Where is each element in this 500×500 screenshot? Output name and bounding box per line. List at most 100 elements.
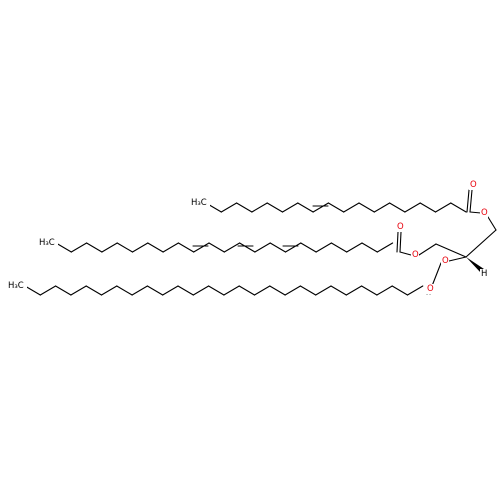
ester-bottom-bond bbox=[431, 262, 442, 287]
chain-bottom-bond bbox=[85, 285, 103, 296]
chain-middle-bond bbox=[269, 242, 287, 253]
chain-bottom-bond bbox=[299, 285, 317, 296]
chain-middle-bond bbox=[254, 242, 271, 253]
ester-oxygen-bottom-text: O bbox=[442, 256, 449, 266]
chain-middle-bond bbox=[193, 242, 210, 253]
chain-top-bond bbox=[312, 202, 329, 213]
chain-top-bond bbox=[220, 202, 238, 213]
chain-bottom-bond bbox=[376, 285, 393, 296]
methyl-label-middle-text: H₃C bbox=[39, 238, 55, 248]
chain-bottom-bond bbox=[269, 285, 286, 296]
chain-middle-bond bbox=[116, 242, 134, 253]
carbonyl-top-bond bbox=[466, 189, 470, 213]
chain-middle-bond bbox=[162, 242, 179, 253]
chain-top-bond bbox=[450, 202, 467, 213]
chain-bottom-bond bbox=[116, 285, 133, 296]
carbonyl-oxygen-top: O bbox=[469, 180, 477, 190]
chain-top-bond bbox=[266, 202, 284, 213]
carbonyl-oxygen-middle-text: O bbox=[397, 222, 404, 232]
carbonyl-oxygen-top-text: O bbox=[470, 180, 477, 190]
ester-oxygen-middle-text: O bbox=[412, 250, 419, 260]
chain-middle-bond bbox=[86, 242, 103, 253]
chain-middle-bond bbox=[70, 242, 88, 253]
chain-middle-bond bbox=[55, 242, 72, 253]
chain-top-bond bbox=[297, 202, 314, 213]
chain-bottom-bond bbox=[284, 285, 301, 296]
atom-label-layer: H₃C H₃C H₃C O O O O O bbox=[7, 180, 488, 294]
chain-bottom-bond bbox=[100, 285, 118, 296]
chain-middle-bond bbox=[361, 242, 378, 253]
chain-top-bond bbox=[236, 202, 253, 213]
chain-bottom-bond bbox=[192, 285, 210, 296]
chain-bottom-bond bbox=[238, 285, 256, 296]
chain-bottom-bond bbox=[223, 285, 240, 296]
ester-oxygen-top-text: O bbox=[481, 208, 488, 218]
chain-top-bond bbox=[389, 202, 406, 213]
carbonyl-top-bond bbox=[469, 189, 473, 213]
ester-bottom-bond bbox=[448, 256, 467, 262]
chain-middle-bond bbox=[177, 242, 195, 253]
chain-top-bond bbox=[358, 202, 375, 213]
ester-oxygen-top: O bbox=[480, 208, 488, 218]
chain-middle-bond bbox=[147, 242, 164, 253]
chain-top-bond bbox=[343, 202, 360, 213]
methyl-label-middle: H₃C bbox=[38, 238, 58, 248]
chain-bottom-bond bbox=[406, 285, 424, 296]
chain-top-bond bbox=[281, 202, 299, 213]
chain-top-bond bbox=[404, 202, 421, 213]
ester-middle-bond bbox=[399, 251, 412, 256]
glycerol-bond bbox=[418, 243, 437, 256]
carbonyl-middle-bond bbox=[396, 231, 399, 253]
chain-top-bond bbox=[434, 202, 452, 213]
chain-bottom-bond bbox=[131, 285, 148, 296]
chain-middle-bond bbox=[315, 242, 332, 253]
chain-bottom-bond bbox=[177, 285, 194, 296]
bond-layer bbox=[24, 189, 497, 296]
chain-bottom-bond bbox=[345, 285, 363, 296]
glycerol-bond bbox=[465, 229, 497, 258]
chain-bottom-bond bbox=[24, 285, 41, 296]
chain-bottom-bond bbox=[208, 285, 225, 296]
chain-middle-bond bbox=[239, 242, 256, 253]
carbonyl-oxygen-bottom: O bbox=[426, 284, 434, 294]
ester-oxygen-bottom: O bbox=[441, 256, 449, 266]
glycerol-bond bbox=[435, 243, 467, 258]
chain-bottom-bond bbox=[39, 285, 57, 296]
methyl-label-top: H₃C bbox=[190, 198, 210, 208]
chain-middle-bond bbox=[131, 242, 149, 253]
chain-middle-bond bbox=[346, 242, 363, 253]
chain-middle-bond bbox=[208, 242, 225, 253]
carbonyl-oxygen-middle: O bbox=[396, 222, 404, 232]
carbonyl-middle-bond bbox=[399, 231, 402, 253]
chain-top-bond bbox=[327, 202, 345, 213]
chain-middle-bond bbox=[376, 242, 394, 253]
chain-bottom-bond bbox=[70, 285, 87, 296]
chain-bottom-bond bbox=[146, 285, 164, 296]
chain-top-bond bbox=[419, 202, 437, 213]
chain-bottom-bond bbox=[391, 285, 409, 296]
chain-bottom-bond bbox=[253, 285, 271, 296]
chain-top-bond bbox=[251, 202, 268, 213]
chain-middle-bond bbox=[330, 242, 348, 253]
stereo-hydrogen: H bbox=[480, 269, 488, 279]
chain-bottom-bond bbox=[55, 285, 72, 296]
chain-middle-bond bbox=[300, 242, 317, 253]
chain-bottom-bond bbox=[315, 285, 332, 296]
methyl-label-top-text: H₃C bbox=[191, 198, 207, 208]
ester-oxygen-middle: O bbox=[411, 250, 419, 260]
methyl-label-bottom: H₃C bbox=[7, 281, 27, 291]
chain-bottom-bond bbox=[162, 285, 179, 296]
stereo-hydrogen-text: H bbox=[481, 269, 487, 279]
methyl-label-bottom-text: H₃C bbox=[8, 281, 24, 291]
chain-middle-bond bbox=[101, 242, 118, 253]
chain-top-bond bbox=[373, 202, 391, 213]
carbonyl-oxygen-bottom-text: O bbox=[427, 284, 434, 294]
chain-middle-bond bbox=[284, 242, 302, 253]
stereo-wedge-bond bbox=[466, 257, 484, 273]
chain-middle-bond bbox=[223, 242, 241, 253]
chain-bottom-bond bbox=[361, 285, 378, 296]
glycerol-bond bbox=[487, 216, 497, 231]
ester-top-bond bbox=[469, 211, 482, 214]
chain-bottom-bond bbox=[330, 285, 347, 296]
